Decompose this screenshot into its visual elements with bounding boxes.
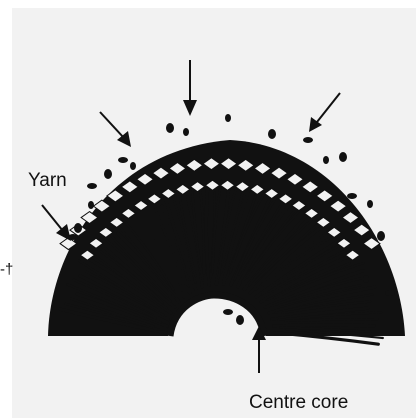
fibre-dot (367, 200, 373, 208)
fibre-dot (104, 169, 112, 179)
fibre-dot (166, 123, 174, 133)
fibre-dot (347, 193, 357, 199)
side-mark: -† (0, 261, 13, 278)
fibre-dot (363, 275, 369, 283)
fibre-dot (87, 183, 97, 189)
fibre-dot (118, 157, 128, 163)
fibre-dot (236, 315, 244, 325)
fibre-dot (88, 201, 94, 209)
fibre-dot (223, 309, 233, 315)
fibre-strand (274, 325, 375, 326)
fibre-dot (130, 162, 136, 170)
fibre-dot (377, 231, 385, 241)
fibre-dot (74, 223, 82, 233)
fibre-dot (225, 114, 231, 122)
fibre-dot (268, 129, 276, 139)
centre-core-label: Centre core (249, 392, 348, 413)
fibre-dot (385, 290, 395, 296)
fibre-dot (183, 128, 189, 136)
fibre-dot (323, 156, 329, 164)
yarn-label: Yarn (28, 170, 67, 191)
fibre-dot (339, 152, 347, 162)
fibre-dot (303, 137, 313, 143)
